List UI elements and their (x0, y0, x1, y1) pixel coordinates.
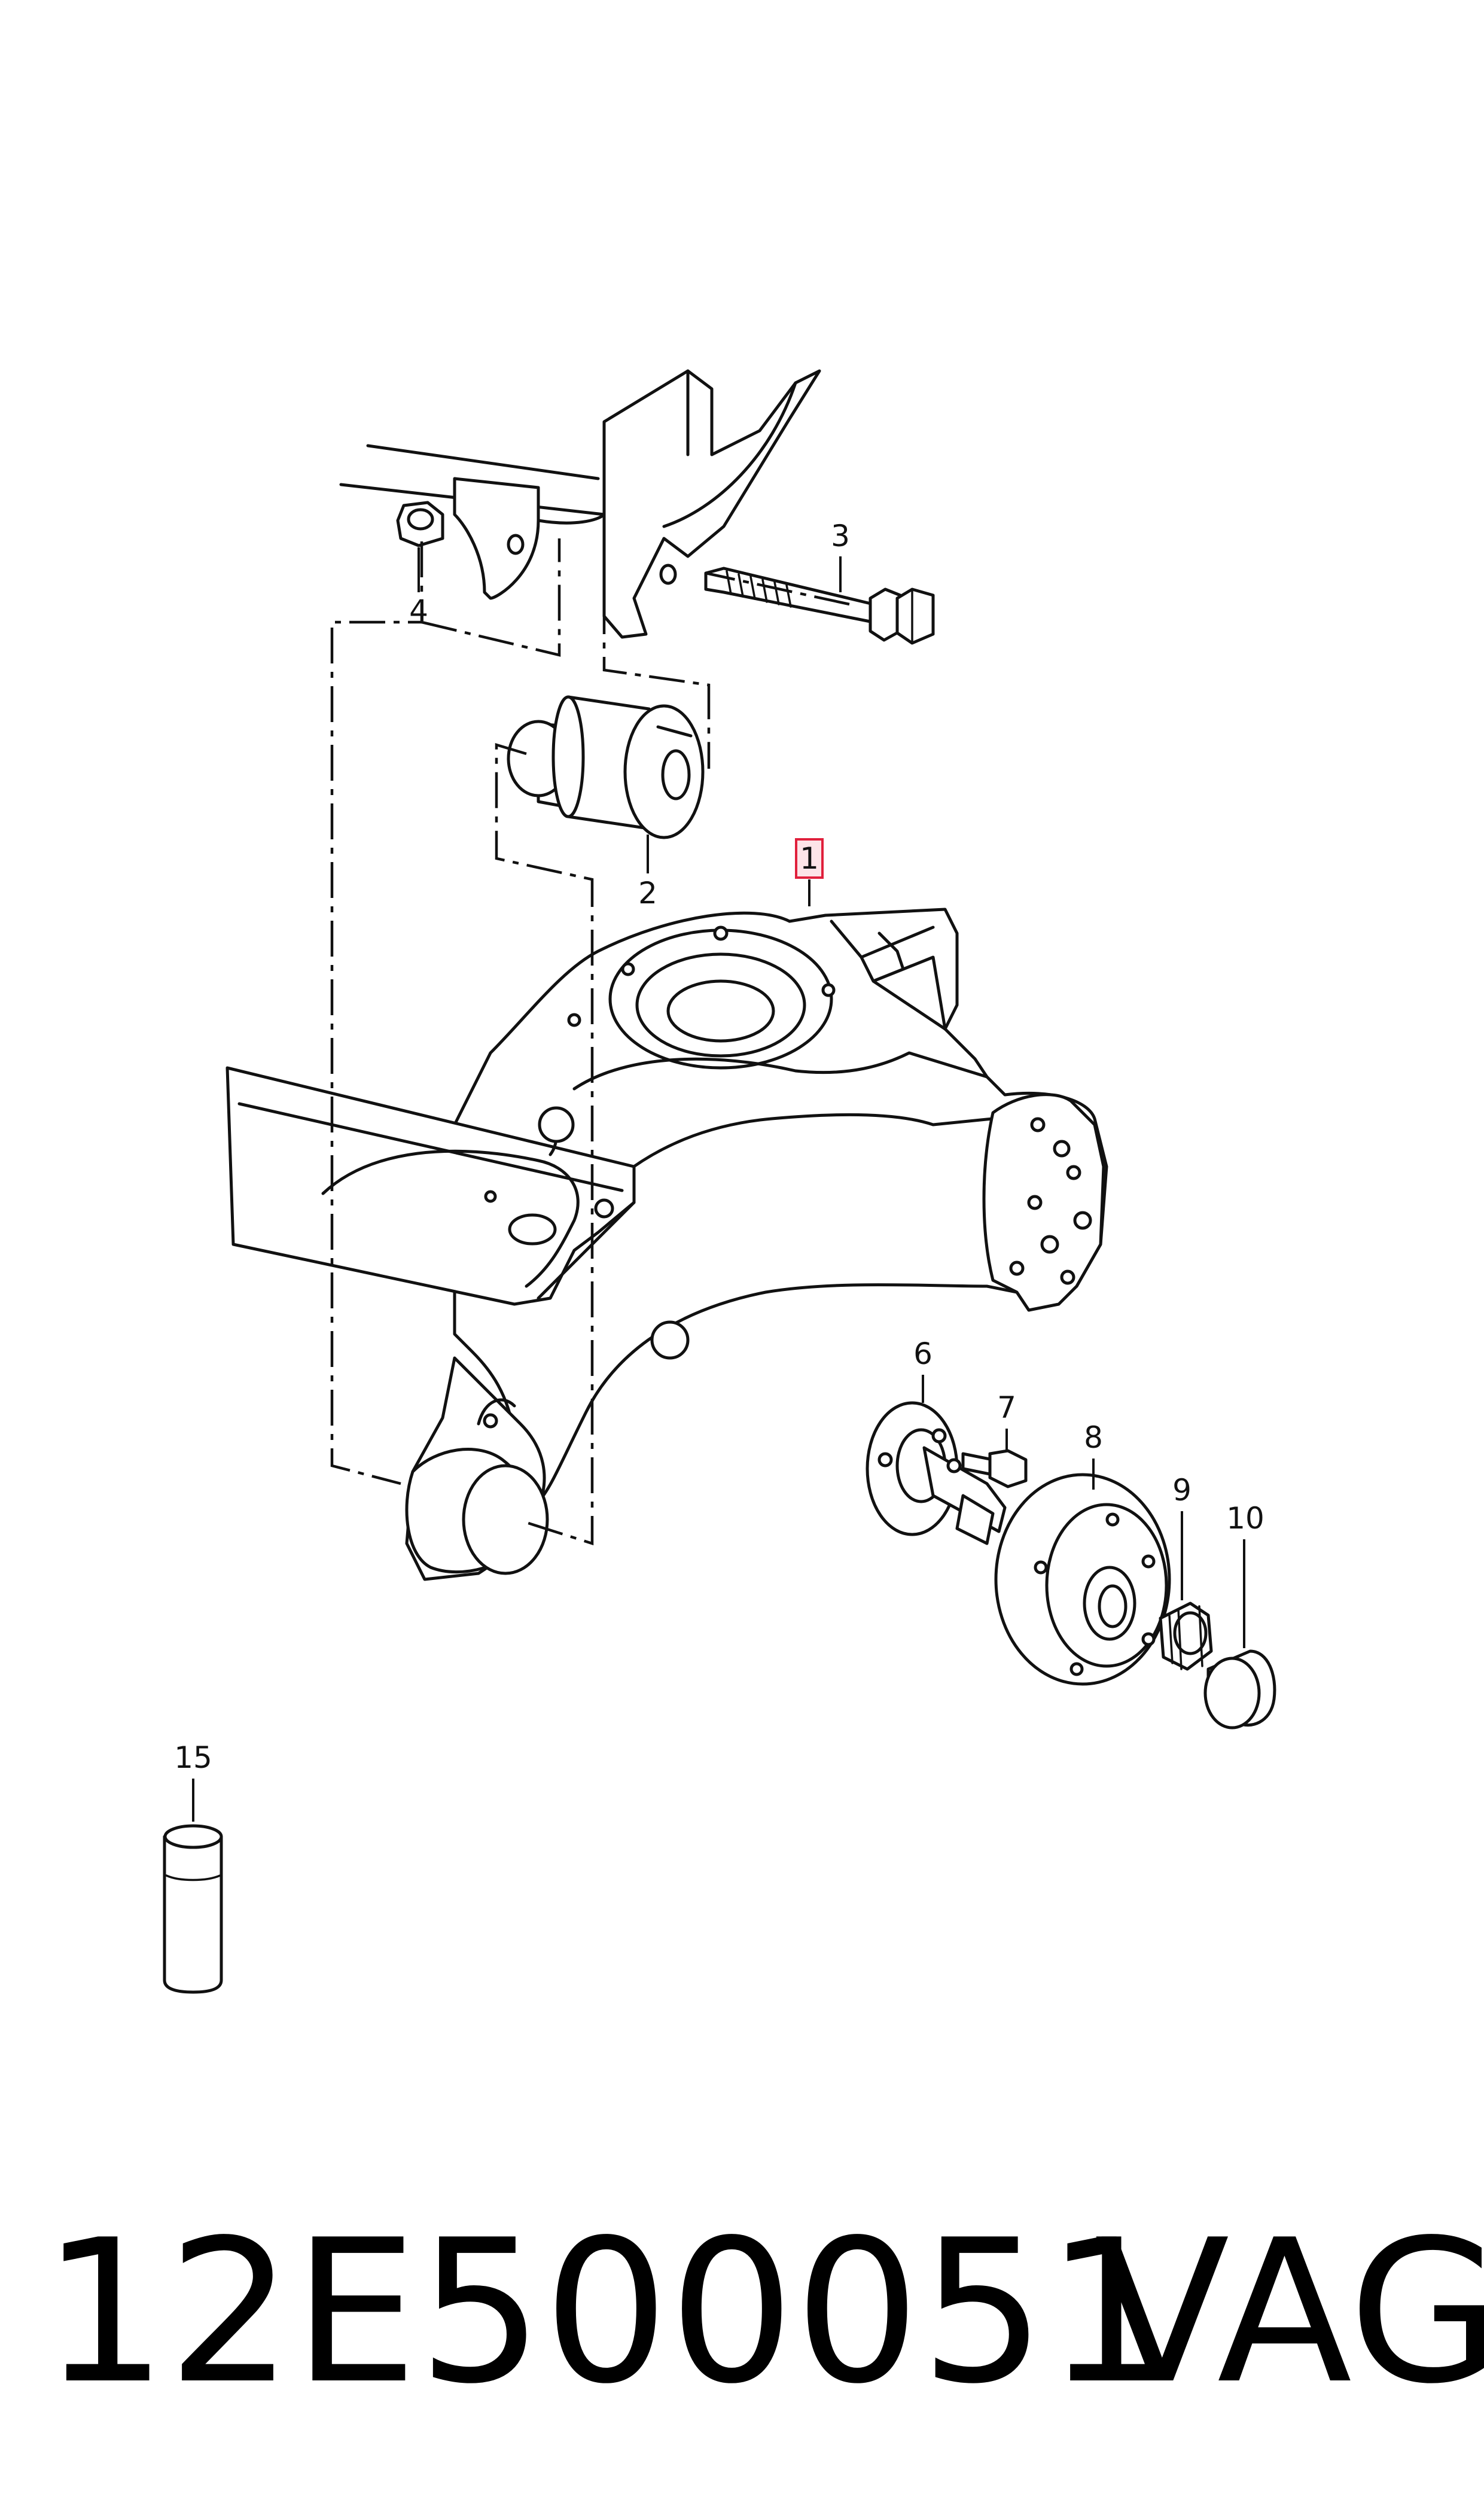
callout-2: 2 (638, 876, 657, 911)
locating-pin (163, 1824, 223, 1994)
callout-7: 7 (997, 1390, 1016, 1425)
rear-axle-beam (226, 908, 1108, 1581)
wheel-hub (994, 1473, 1171, 1686)
callout-15: 15 (174, 1740, 212, 1775)
axle-nut (1159, 1601, 1213, 1671)
callout-4: 4 (409, 593, 428, 628)
callout-3: 3 (831, 519, 850, 553)
part-number: 12E500051 (42, 2197, 1172, 2427)
callout-labels: 1 2 3 4 6 7 8 9 10 15 (174, 519, 1264, 1822)
brand-name: VAG (1095, 2197, 1484, 2427)
callout-1-highlight (795, 838, 824, 879)
callout-6: 6 (913, 1336, 933, 1371)
callout-9: 9 (1172, 1473, 1192, 1508)
rubber-bushing (507, 695, 705, 839)
stub-axle (866, 1401, 1007, 1545)
callout-8: 8 (1084, 1420, 1103, 1455)
callout-10: 10 (1226, 1501, 1264, 1536)
dust-cap (1203, 1649, 1276, 1730)
flange-nut (396, 501, 444, 547)
assembly-lines (330, 538, 850, 1546)
hex-bolt (704, 567, 935, 645)
body-mounting-bracket (339, 369, 821, 639)
callout-1: 1 (800, 841, 819, 876)
